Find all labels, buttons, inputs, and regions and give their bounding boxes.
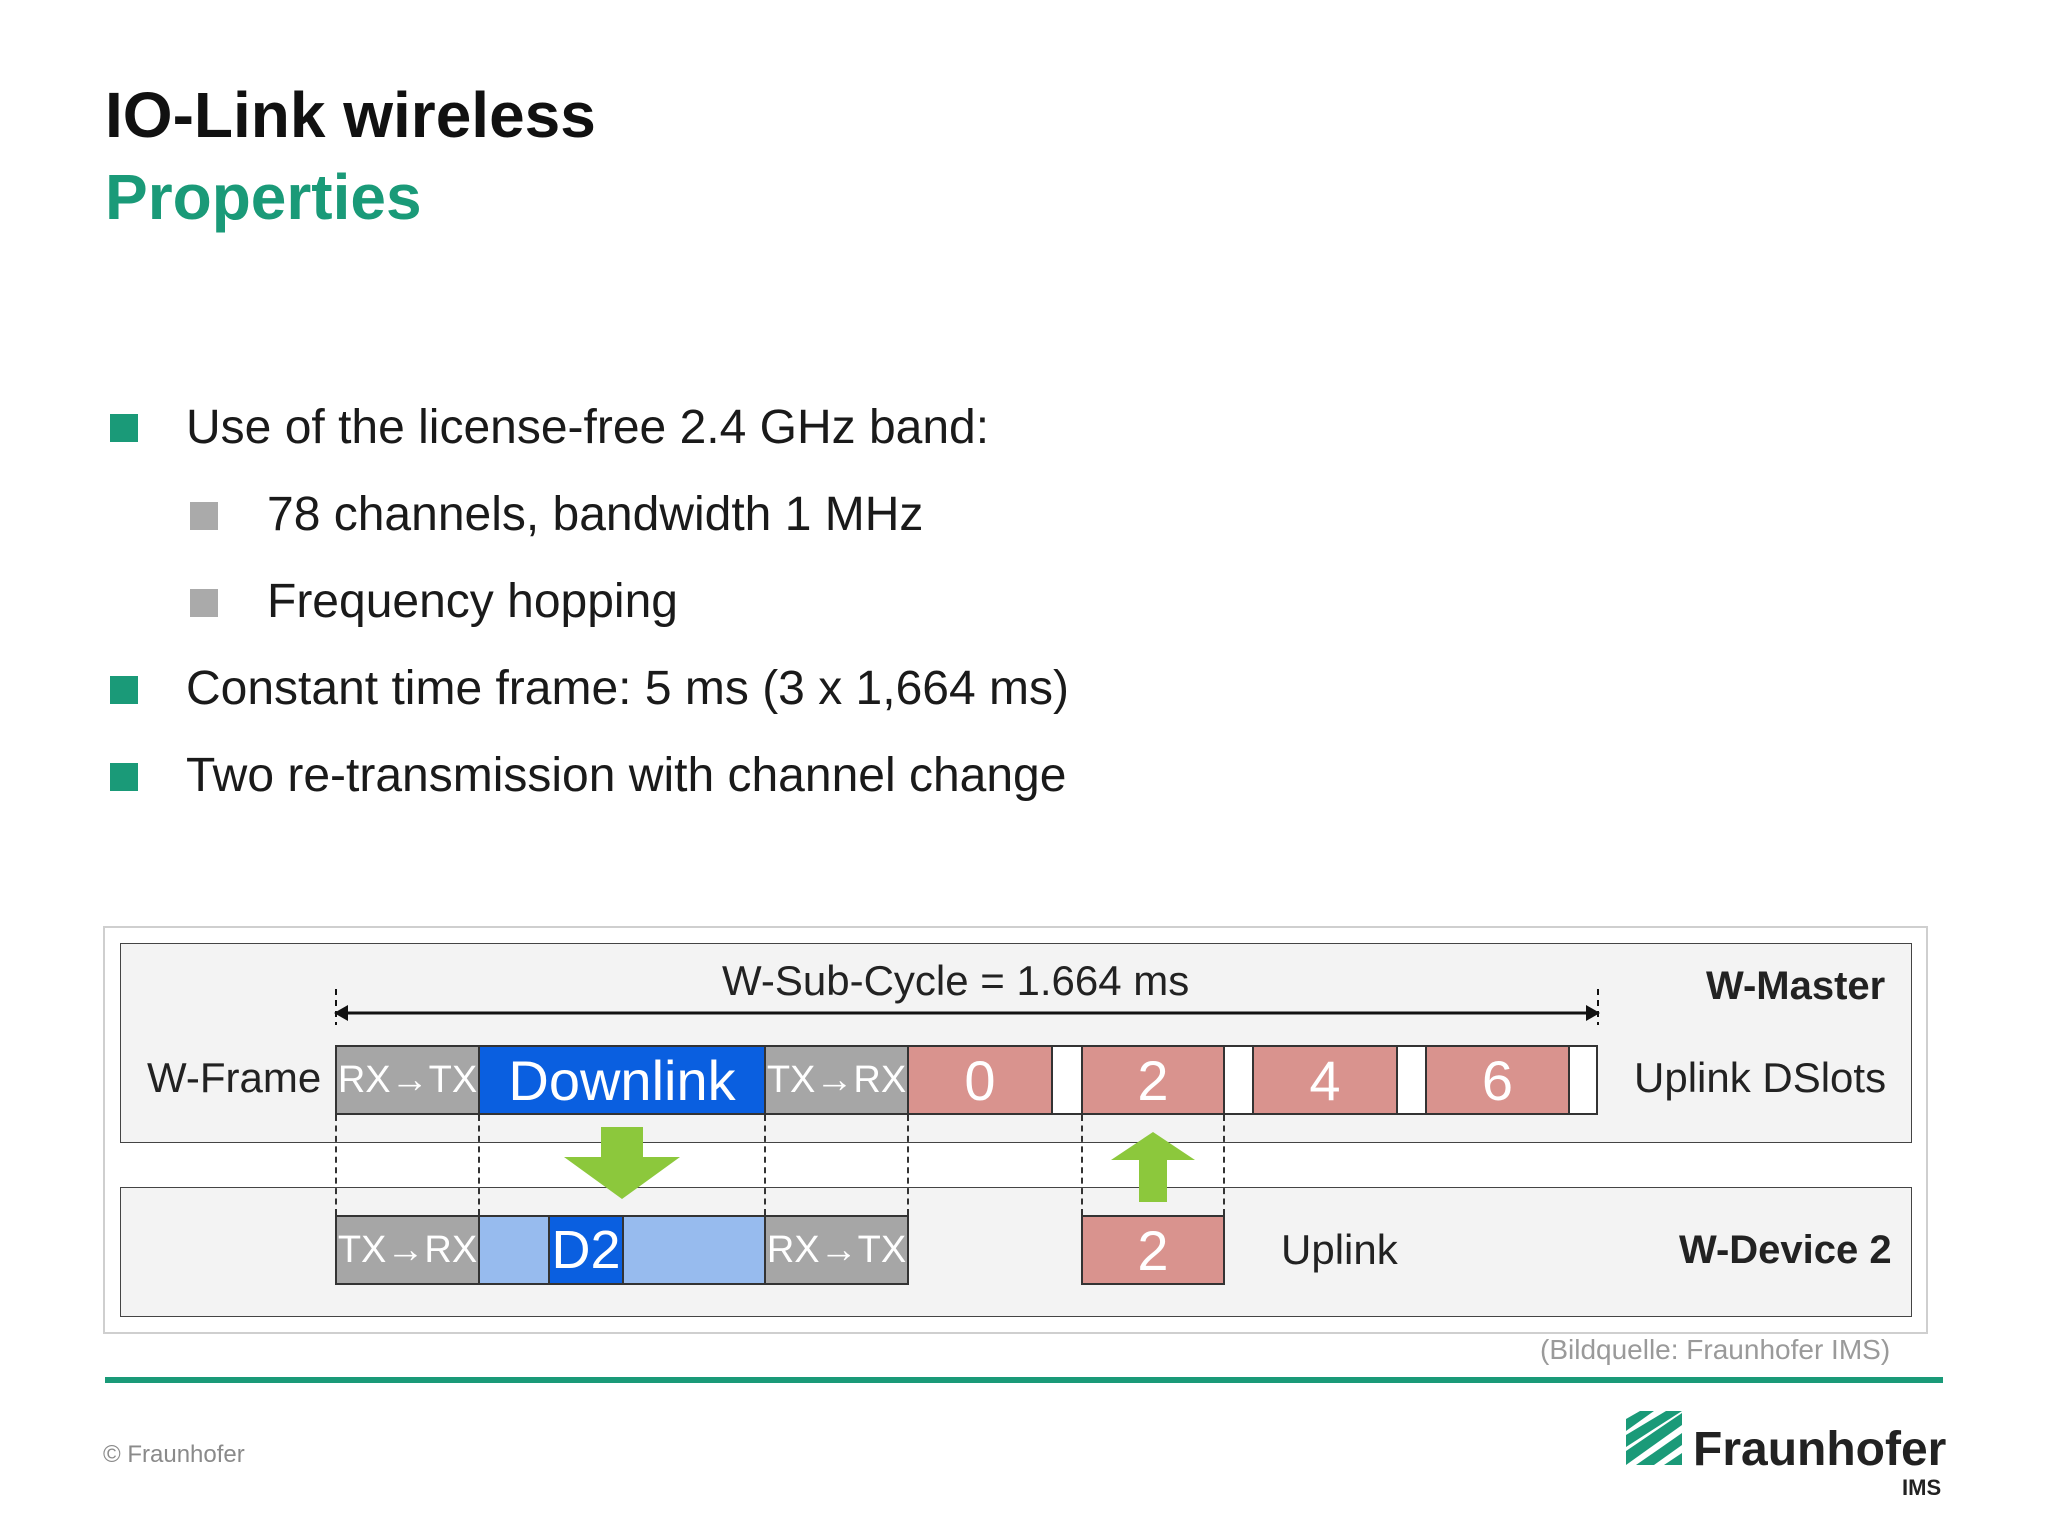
- slot-gap: [1396, 1045, 1427, 1115]
- master-rx-tx-segment: RX→TX: [335, 1045, 480, 1115]
- downlink-segment: Downlink: [478, 1045, 766, 1115]
- w-device-label: W-Device 2: [1679, 1228, 1892, 1272]
- uplink-dslots-label: Uplink DSlots: [1634, 1054, 1887, 1101]
- fraunhofer-logo-icon: [1626, 1411, 1682, 1465]
- dashed-connector: [478, 1115, 480, 1215]
- down-arrow-icon: [564, 1127, 680, 1199]
- uplink-slot-2: 2: [1081, 1045, 1225, 1115]
- bullet-text: Constant time frame: 5 ms (3 x 1,664 ms): [186, 662, 1069, 715]
- slide-title: IO-Link wireless: [105, 79, 596, 151]
- image-source-caption: (Bildquelle: Fraunhofer IMS): [1540, 1334, 1891, 1365]
- slide-subtitle: Properties: [105, 161, 422, 233]
- footer-rule: [105, 1377, 1943, 1383]
- bullet-text: Use of the license-free 2.4 GHz band:: [186, 401, 990, 454]
- up-arrow-icon: [1111, 1132, 1195, 1202]
- dashed-connector: [1081, 1115, 1083, 1215]
- uplink-slot-0: 0: [907, 1045, 1053, 1115]
- uplink-slot-4: 4: [1252, 1045, 1398, 1115]
- sub-bullet-text: 78 channels, bandwidth 1 MHz: [267, 488, 924, 541]
- device-rx-tx-segment: RX→TX: [764, 1215, 909, 1285]
- device-uplink-slot-2: 2: [1081, 1215, 1225, 1285]
- sub-cycle-label: W-Sub-Cycle = 1.664 ms: [722, 957, 1190, 1004]
- slot-gap: [1568, 1045, 1598, 1115]
- dashed-connector: [335, 1115, 337, 1215]
- bullet-marker: [110, 414, 138, 442]
- sub-cycle-arrow: [334, 989, 1600, 1025]
- uplink-label: Uplink: [1281, 1226, 1398, 1273]
- device-downlink-segment: [478, 1215, 550, 1285]
- device-tx-rx-segment: TX→RX: [335, 1215, 480, 1285]
- dashed-connector: [764, 1115, 766, 1215]
- master-tx-rx-segment: TX→RX: [764, 1045, 909, 1115]
- sub-bullet-marker: [190, 589, 218, 617]
- device-downlink-segment: [622, 1215, 766, 1285]
- ims-logo-text: IMS: [1902, 1475, 1942, 1500]
- slot-gap: [1051, 1045, 1083, 1115]
- d2-segment: D2: [548, 1215, 624, 1285]
- w-frame-label: W-Frame: [147, 1054, 322, 1101]
- fraunhofer-logo-text: Fraunhofer: [1693, 1423, 1947, 1476]
- bullet-marker: [110, 676, 138, 704]
- bullet-text: Two re-transmission with channel change: [186, 749, 1067, 802]
- dashed-connector: [1223, 1115, 1225, 1215]
- bullet-marker: [110, 763, 138, 791]
- dashed-connector: [907, 1115, 909, 1215]
- copyright-text: © Fraunhofer: [103, 1441, 245, 1468]
- sub-bullet-marker: [190, 502, 218, 530]
- sub-bullet-text: Frequency hopping: [267, 575, 678, 628]
- slot-gap: [1223, 1045, 1254, 1115]
- w-master-label: W-Master: [1706, 964, 1886, 1008]
- uplink-slot-6: 6: [1425, 1045, 1570, 1115]
